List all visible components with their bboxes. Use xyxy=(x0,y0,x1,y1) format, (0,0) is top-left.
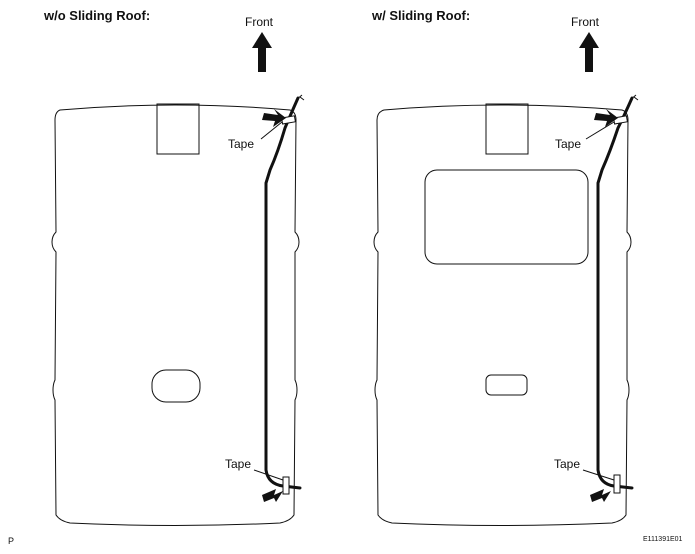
right-tape-bottom-arrow-icon xyxy=(590,489,611,502)
left-headliner-outline xyxy=(51,104,300,526)
right-tape-bottom xyxy=(613,474,621,494)
left-tape-top-label: Tape xyxy=(228,137,255,151)
right-tape-top-arrow-icon xyxy=(594,109,618,127)
right-front-label: Front xyxy=(571,15,600,29)
left-rear-opening xyxy=(151,369,201,403)
corner-mark: P xyxy=(8,536,15,546)
right-tape-bottom-label: Tape xyxy=(554,457,581,471)
left-tape-bottom-leader xyxy=(253,469,284,481)
right-headliner-outline xyxy=(373,104,632,526)
right-sliding-roof-opening xyxy=(424,169,589,265)
right-cable-connector xyxy=(629,94,639,101)
right-front-arrow-icon xyxy=(579,32,599,72)
figure-id: E111391E01 xyxy=(643,536,683,543)
right-panel-drawing xyxy=(373,32,639,526)
right-panel-heading: w/ Sliding Roof: xyxy=(372,8,471,23)
left-panel-heading: w/o Sliding Roof: xyxy=(44,8,151,23)
left-cable-connector xyxy=(295,94,305,101)
right-tape-top-leader xyxy=(585,121,615,140)
left-front-arrow-icon xyxy=(252,32,272,72)
left-tape-bottom xyxy=(282,476,290,495)
left-front-label: Front xyxy=(245,15,274,29)
right-dome-light-opening xyxy=(485,103,529,155)
left-tape-bottom-arrow-icon xyxy=(262,489,283,502)
right-tape-bottom-leader xyxy=(582,469,615,481)
left-tape-top-arrow-icon xyxy=(262,109,286,127)
left-tape-bottom-label: Tape xyxy=(225,457,252,471)
right-rear-opening xyxy=(485,374,528,396)
right-tape-top-label: Tape xyxy=(555,137,582,151)
left-dome-light-opening xyxy=(156,103,200,155)
left-tape-top-leader xyxy=(260,121,283,140)
left-panel-drawing xyxy=(51,32,305,526)
